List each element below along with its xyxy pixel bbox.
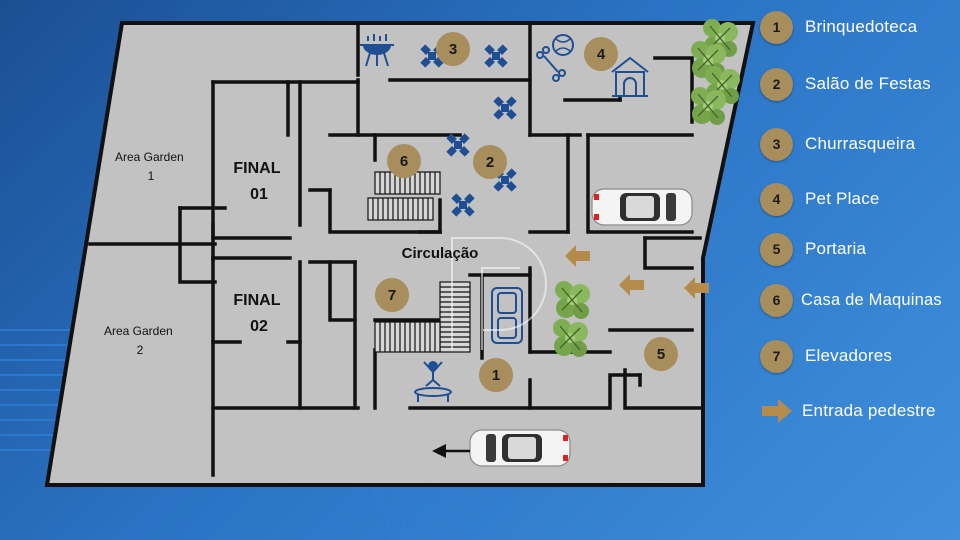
legend-label: Entrada pedestre [802, 401, 936, 420]
bbq-grill-icon [360, 34, 394, 67]
ball-icon [552, 34, 574, 56]
legend-label: Elevadores [805, 346, 893, 365]
legend-label: Churrasqueira [805, 134, 916, 153]
area-garden-2-label: Area Garden 2 [104, 324, 176, 357]
svg-text:2: 2 [486, 154, 494, 171]
bone-icon [536, 46, 566, 82]
watermark-logo [451, 237, 547, 350]
final-01-label: FINAL 01 [233, 160, 284, 203]
svg-text:3: 3 [449, 41, 457, 58]
area-garden-1-label: Area Garden 1 [115, 150, 187, 183]
dog-house-icon [611, 56, 649, 97]
marker-3: 3 [436, 32, 470, 66]
legend-item-entrada-pedestre: Entrada pedestre [760, 394, 936, 428]
svg-text:5: 5 [657, 346, 665, 363]
svg-text:1: 1 [492, 367, 500, 384]
legend-label: Portaria [805, 239, 867, 258]
legend-item-portaria: 5 Portaria [760, 232, 866, 266]
svg-text:4: 4 [597, 46, 606, 63]
marker-7: 7 [375, 278, 409, 312]
car-icon [591, 188, 693, 226]
marker-4: 4 [584, 37, 618, 71]
staircase-lower [374, 281, 471, 353]
legend-label: Brinquedoteca [805, 17, 918, 36]
svg-text:6: 6 [400, 153, 408, 170]
marker-6: 6 [387, 144, 421, 178]
legend-item-brinquedoteca: 1 Brinquedoteca [760, 10, 917, 44]
final-02-label: FINAL 02 [233, 292, 284, 335]
building-floor [44, 21, 756, 487]
circulacao-label: Circulação [402, 245, 479, 262]
legend-badge: 3 [760, 127, 793, 161]
marker-1: 1 [479, 358, 513, 392]
staircase-upper [367, 171, 441, 221]
walls [88, 21, 702, 477]
legend-item-pet-place: 4 Pet Place [760, 182, 880, 216]
legend-badge: 1 [760, 10, 793, 44]
legend-badge: 7 [760, 339, 793, 373]
legend-badge: 5 [760, 232, 793, 266]
trampoline-icon [414, 361, 452, 402]
car-icon [469, 429, 571, 467]
legend-item-salao-de-festas: 2 Salão de Festas [760, 67, 931, 101]
legend-item-elevadores: 7 Elevadores [760, 339, 892, 373]
legend-label: Casa de Maquinas [801, 290, 942, 309]
legend-badge: 2 [760, 67, 793, 101]
marker-2: 2 [473, 145, 507, 179]
entrance-arrow-icon [760, 396, 796, 426]
legend-item-casa-de-maquinas: 6 Casa de Maquinas [760, 283, 942, 317]
svg-text:7: 7 [388, 287, 396, 304]
marker-5: 5 [644, 337, 678, 371]
legend-badge: 6 [760, 283, 793, 317]
legend-item-churrasqueira: 3 Churrasqueira [760, 127, 915, 161]
exit-arrow-icon [432, 444, 470, 458]
legend-badge: 4 [760, 182, 793, 216]
legend-label: Salão de Festas [805, 74, 931, 93]
legend-label: Pet Place [805, 189, 880, 208]
